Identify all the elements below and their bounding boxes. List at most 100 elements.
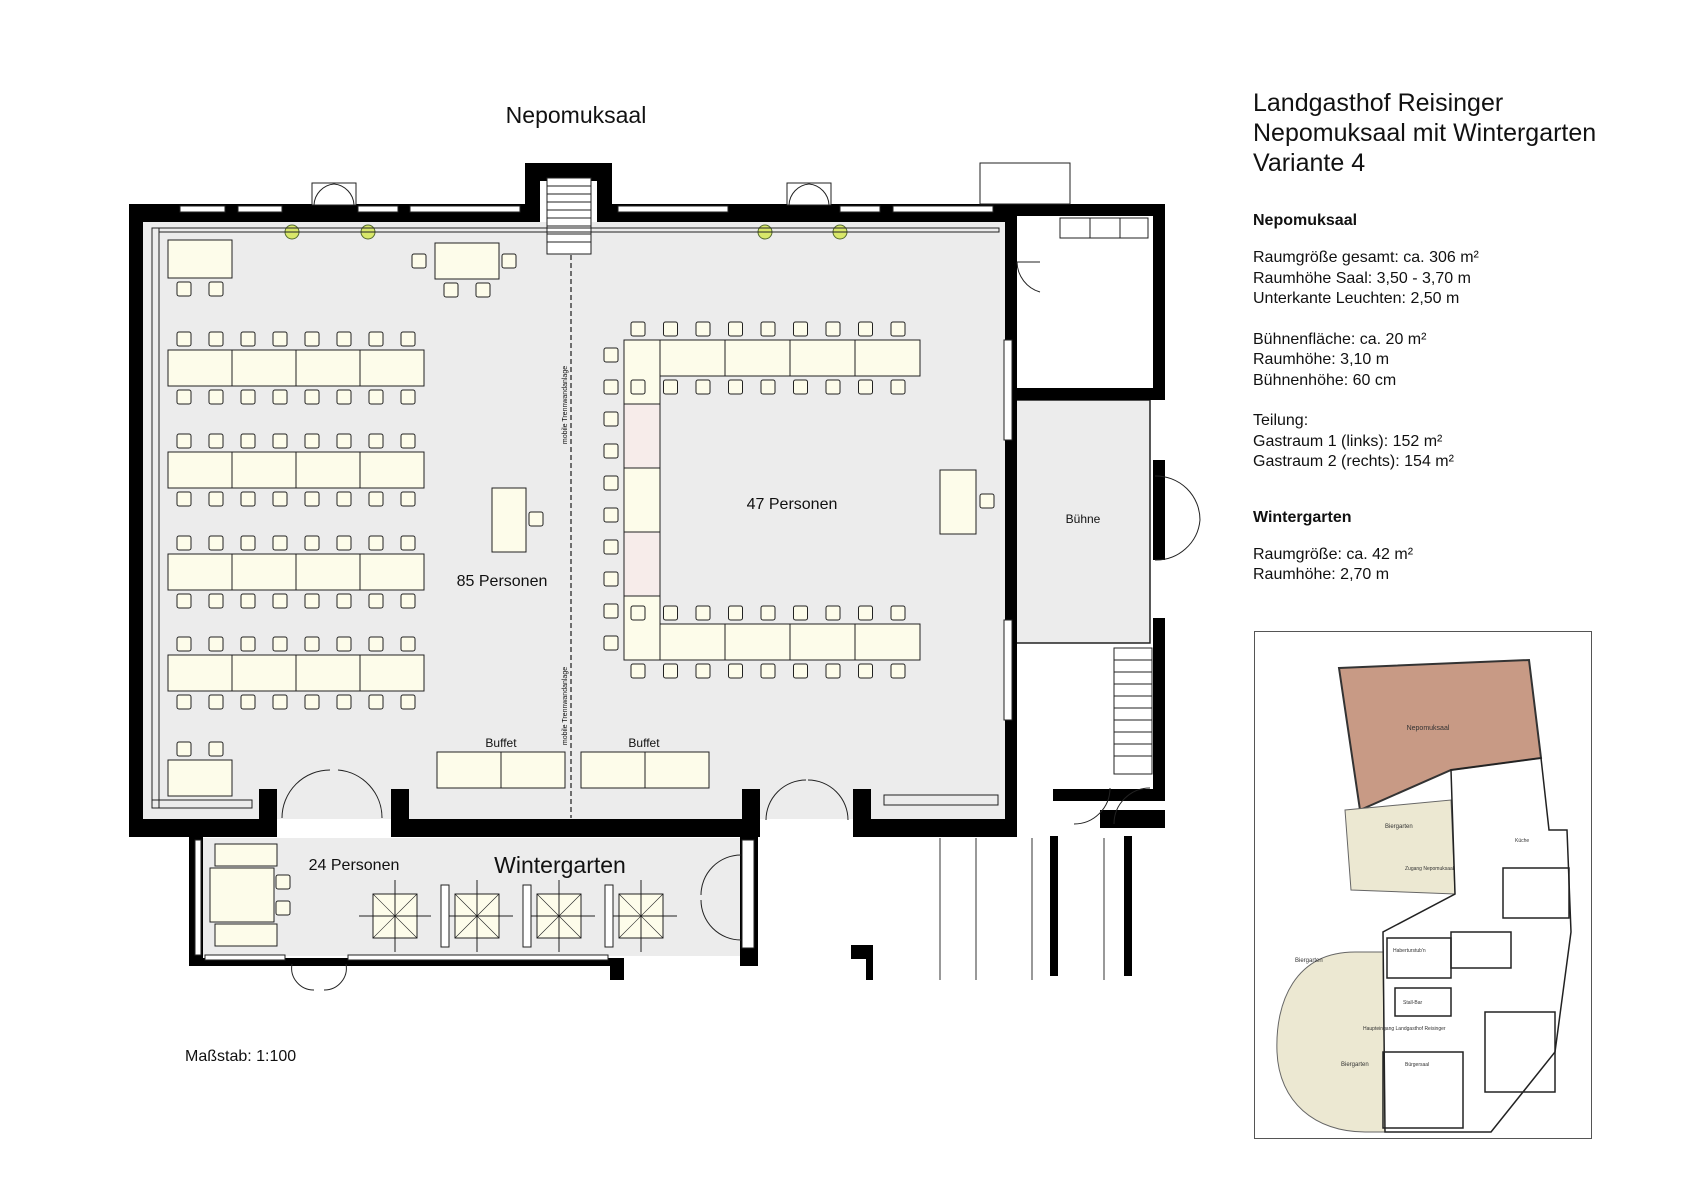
chair: [630, 663, 646, 679]
chair: [368, 331, 384, 347]
hall-title: Nepomuksaal: [506, 102, 647, 128]
chair: [663, 321, 678, 337]
table: [359, 880, 431, 952]
door-slot-right: [1003, 619, 1013, 721]
stair-top: [546, 177, 592, 255]
chair: [695, 663, 711, 679]
chair: [304, 535, 320, 551]
chair: [368, 535, 384, 551]
chair: [695, 379, 711, 395]
chair: [272, 694, 288, 710]
chair: [240, 433, 256, 449]
chair: [208, 331, 224, 347]
winter-heading: Wintergarten: [1253, 508, 1352, 526]
chair: [603, 411, 619, 427]
partition-label-top: mobile Trennwandanlage: [562, 366, 569, 444]
chair: [336, 593, 352, 609]
overview-label: Küche: [1515, 838, 1529, 844]
winter-size: Raumgröße: ca. 42 m²: [1253, 545, 1414, 563]
chair: [272, 636, 288, 652]
info-panel: Landgasthof Reisinger Nepomuksaal mit Wi…: [1253, 88, 1653, 586]
chair: [336, 491, 352, 507]
door-slot-right: [1003, 339, 1013, 441]
chair: [240, 694, 256, 710]
division-heading: Teilung:: [1253, 412, 1309, 429]
chair: [176, 535, 192, 551]
hall-bottom-doors: [281, 769, 849, 821]
chair: [400, 636, 416, 652]
site-overview-map: Nepomuksaal Biergarten Zugang Nepomuksaa…: [1254, 631, 1592, 1139]
chair: [368, 593, 384, 609]
stage-height: Raumhöhe: 3,10 m: [1253, 351, 1390, 368]
chair: [304, 331, 320, 347]
chair: [825, 605, 841, 621]
chair: [728, 379, 743, 395]
table-row: [167, 349, 425, 387]
chair: [825, 321, 841, 337]
chair: [858, 379, 873, 395]
chair: [663, 379, 678, 395]
chair: [304, 593, 320, 609]
chair: [208, 593, 224, 609]
chair: [240, 389, 256, 405]
overview-garden: [1276, 951, 1386, 1133]
upper-right-room: [1059, 217, 1149, 239]
chair: [793, 605, 808, 621]
side-doors: [1016, 261, 1201, 825]
chair: [890, 605, 906, 621]
chair: [663, 605, 678, 621]
chair: [304, 694, 320, 710]
chair: [760, 605, 776, 621]
chair: [336, 331, 352, 347]
chair: [272, 535, 288, 551]
chair: [603, 539, 619, 555]
chair: [336, 694, 352, 710]
chair: [240, 593, 256, 609]
chair: [272, 593, 288, 609]
chair: [760, 379, 776, 395]
left-capacity: 85 Personen: [457, 573, 548, 590]
chair: [176, 491, 192, 507]
table-row: [167, 451, 425, 489]
chair: [176, 694, 192, 710]
chair: [603, 443, 619, 459]
overview-hall-label: Nepomuksaal: [1407, 725, 1450, 732]
overview-label: Haberturstub'n: [1393, 948, 1426, 954]
chair: [368, 636, 384, 652]
chair: [400, 491, 416, 507]
overview-label: Biergarten: [1385, 824, 1413, 830]
chair: [368, 694, 384, 710]
nepomuk-size: Raumgröße gesamt: ca. 306 m²: [1253, 249, 1479, 266]
stage-area: Bühnenfläche: ca. 20 m²: [1253, 330, 1427, 348]
chair: [890, 321, 906, 337]
stage-level: Bühnenhöhe: 60 cm: [1253, 371, 1397, 389]
chair: [336, 535, 352, 551]
overview-building: [1382, 757, 1572, 1133]
overview-label: Zugang Nepomuksaal: [1405, 866, 1454, 872]
chair: [603, 507, 619, 523]
chair: [663, 663, 678, 679]
chair: [603, 603, 619, 619]
overview-label: Stall-Bar: [1403, 1000, 1423, 1006]
chair: [176, 433, 192, 449]
stair-right: [1113, 647, 1153, 775]
title-line: Nepomuksaal mit Wintergarten: [1253, 119, 1597, 147]
chair: [793, 321, 808, 337]
top-windows: [179, 162, 1071, 213]
nepomuk-heading: Nepomuksaal: [1253, 212, 1358, 229]
chair: [890, 663, 906, 679]
chair: [728, 605, 743, 621]
chair: [793, 663, 808, 679]
chair: [760, 663, 776, 679]
overview-label: Biergarten: [1341, 1062, 1369, 1068]
nepomuk-lights: Unterkante Leuchten: 2,50 m: [1253, 290, 1460, 307]
chair: [400, 389, 416, 405]
chair: [630, 379, 646, 395]
chair: [400, 535, 416, 551]
chair: [630, 321, 646, 337]
chair: [793, 379, 808, 395]
chair: [272, 389, 288, 405]
chair: [208, 535, 224, 551]
chair: [695, 605, 711, 621]
